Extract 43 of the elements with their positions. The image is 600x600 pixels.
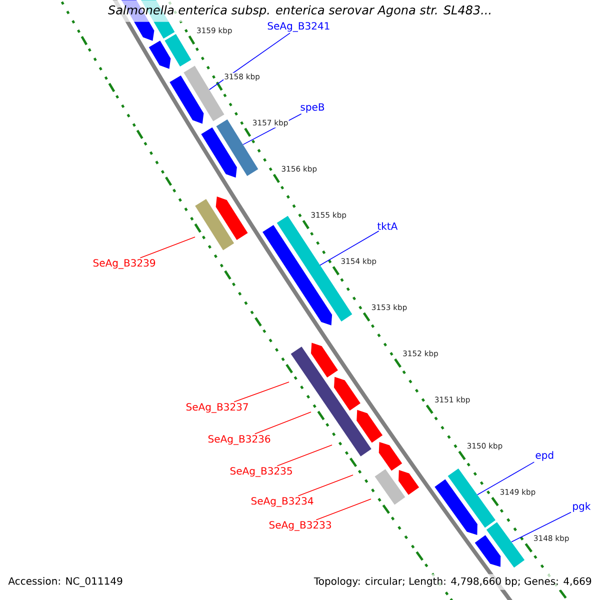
gene-label: SeAg_B3234 — [251, 497, 314, 507]
gene-block — [195, 199, 234, 250]
gene-block — [378, 442, 402, 471]
gene-block — [148, 40, 171, 69]
gene-block — [398, 470, 420, 495]
leader-line — [316, 498, 372, 520]
leader-line — [320, 230, 380, 266]
gene-block — [290, 346, 372, 456]
gene-block — [262, 225, 332, 326]
footer-text: Topology: circular; Length: 4,798,660 bp; Genes: 4,669 — [310, 574, 595, 590]
gene-block — [334, 376, 360, 411]
gene-block — [374, 469, 406, 505]
gene-label: SeAg_B3233 — [269, 521, 331, 531]
gene-block — [356, 410, 383, 443]
gene-block — [216, 196, 248, 240]
leader-line — [276, 444, 332, 466]
gene-label: speB — [300, 103, 324, 113]
leader-line — [477, 462, 535, 496]
gene-block — [164, 34, 192, 66]
leader-line — [254, 412, 312, 434]
title: Salmonella enterica subsp. enterica serovar Agona str. SL483... — [104, 0, 496, 22]
footer-text: Accession: NC_011149 — [5, 574, 126, 590]
gene-label: pgk — [573, 502, 591, 512]
gene-label: SeAg_B3239 — [93, 259, 156, 269]
leader-line — [209, 32, 290, 90]
gene-block — [310, 342, 338, 378]
gene-block — [184, 66, 224, 122]
gene-label: SeAg_B3241 — [268, 22, 330, 32]
gene-block — [448, 468, 496, 528]
gene-block — [486, 522, 525, 568]
gene-label: SeAg_B3235 — [230, 467, 292, 477]
leader-line — [140, 236, 196, 258]
gene-label: tktA — [377, 222, 398, 230]
gene-block — [474, 535, 501, 567]
gene-block — [170, 76, 204, 124]
gene-block — [201, 127, 237, 178]
gene-label: epd — [536, 451, 554, 461]
leader-line — [298, 474, 354, 496]
gene-block — [434, 479, 478, 535]
leader-line — [234, 382, 290, 402]
leader-line — [511, 512, 572, 542]
gene-label: SeAg_B3237 — [186, 403, 248, 413]
gene-label: SeAg_B3236 — [208, 435, 270, 445]
